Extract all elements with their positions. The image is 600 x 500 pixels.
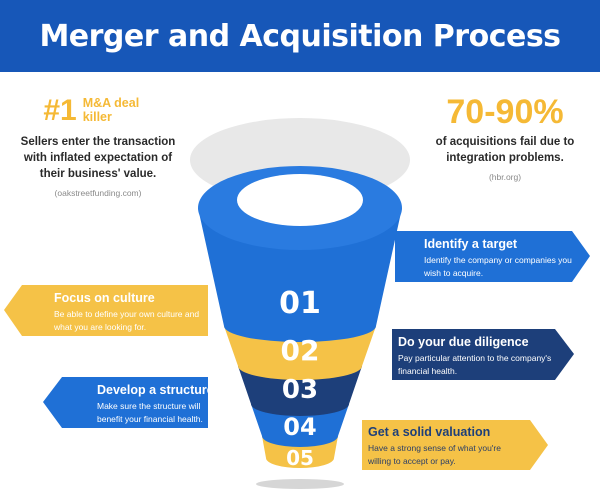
stat-right-description: of acquisitions fail due to integration …: [435, 136, 575, 164]
funnel-tier-4: [251, 404, 349, 447]
step-1-banner: Identify a target Identify the company o…: [424, 236, 574, 280]
step-3-number: 03: [281, 375, 319, 405]
stat-left-label: M&A deal killer: [82, 96, 140, 124]
funnel-shadow: [256, 479, 344, 489]
step-2-description: Be able to define your own culture and w…: [54, 309, 200, 332]
step-1-title: Identify a target: [424, 237, 518, 251]
stat-left-number: #1: [43, 94, 77, 127]
step-2-title: Focus on culture: [54, 291, 155, 305]
step-5-banner: Get a solid valuation Have a strong sens…: [368, 424, 518, 468]
header-bar: Merger and Acquisition Process: [0, 0, 600, 72]
funnel-opening: [237, 174, 363, 226]
step-2-banner: Focus on culture Be able to define your …: [54, 290, 209, 334]
banner-step-4-shape: [43, 377, 208, 428]
step-5-title: Get a solid valuation: [368, 425, 491, 439]
stat-left-description: Sellers enter the transaction with infla…: [20, 136, 176, 180]
step-1-number: 01: [279, 286, 321, 321]
step-2-number: 02: [280, 334, 320, 367]
stat-left-source: (oakstreetfunding.com): [54, 188, 142, 198]
step-4-banner: Develop a structure Make sure the struct…: [97, 382, 227, 426]
banner-step-2-shape: [4, 285, 208, 336]
step-3-banner: Do your due diligence Pay particular att…: [398, 334, 553, 378]
stat-right: 70-90% of acquisitions fail due to integ…: [420, 92, 590, 182]
stat-left: #1 M&A deal killer Sellers enter the tra…: [18, 96, 178, 199]
banner-step-3-shape: [392, 329, 574, 380]
funnel-tier-3: [238, 366, 362, 416]
banner-step-5-shape: [362, 420, 548, 470]
page-title: Merger and Acquisition Process: [39, 18, 561, 54]
stat-right-source: (hbr.org): [488, 172, 522, 182]
banner-step-1-shape: [395, 231, 590, 282]
step-3-description: Pay particular attention to the company'…: [398, 353, 552, 376]
step-4-description: Make sure the structure will benefit you…: [97, 401, 203, 424]
step-4-title: Develop a structure: [97, 383, 214, 397]
step-3-title: Do your due diligence: [398, 335, 529, 349]
step-1-description: Identify the company or companies you wi…: [424, 255, 572, 278]
step-5-description: Have a strong sense of what you're willi…: [368, 443, 501, 466]
stat-left-heading: #1 M&A deal killer: [18, 96, 178, 126]
stat-right-number: 70-90%: [446, 93, 564, 131]
step-5-number: 05: [286, 446, 314, 470]
step-4-number: 04: [283, 413, 317, 441]
